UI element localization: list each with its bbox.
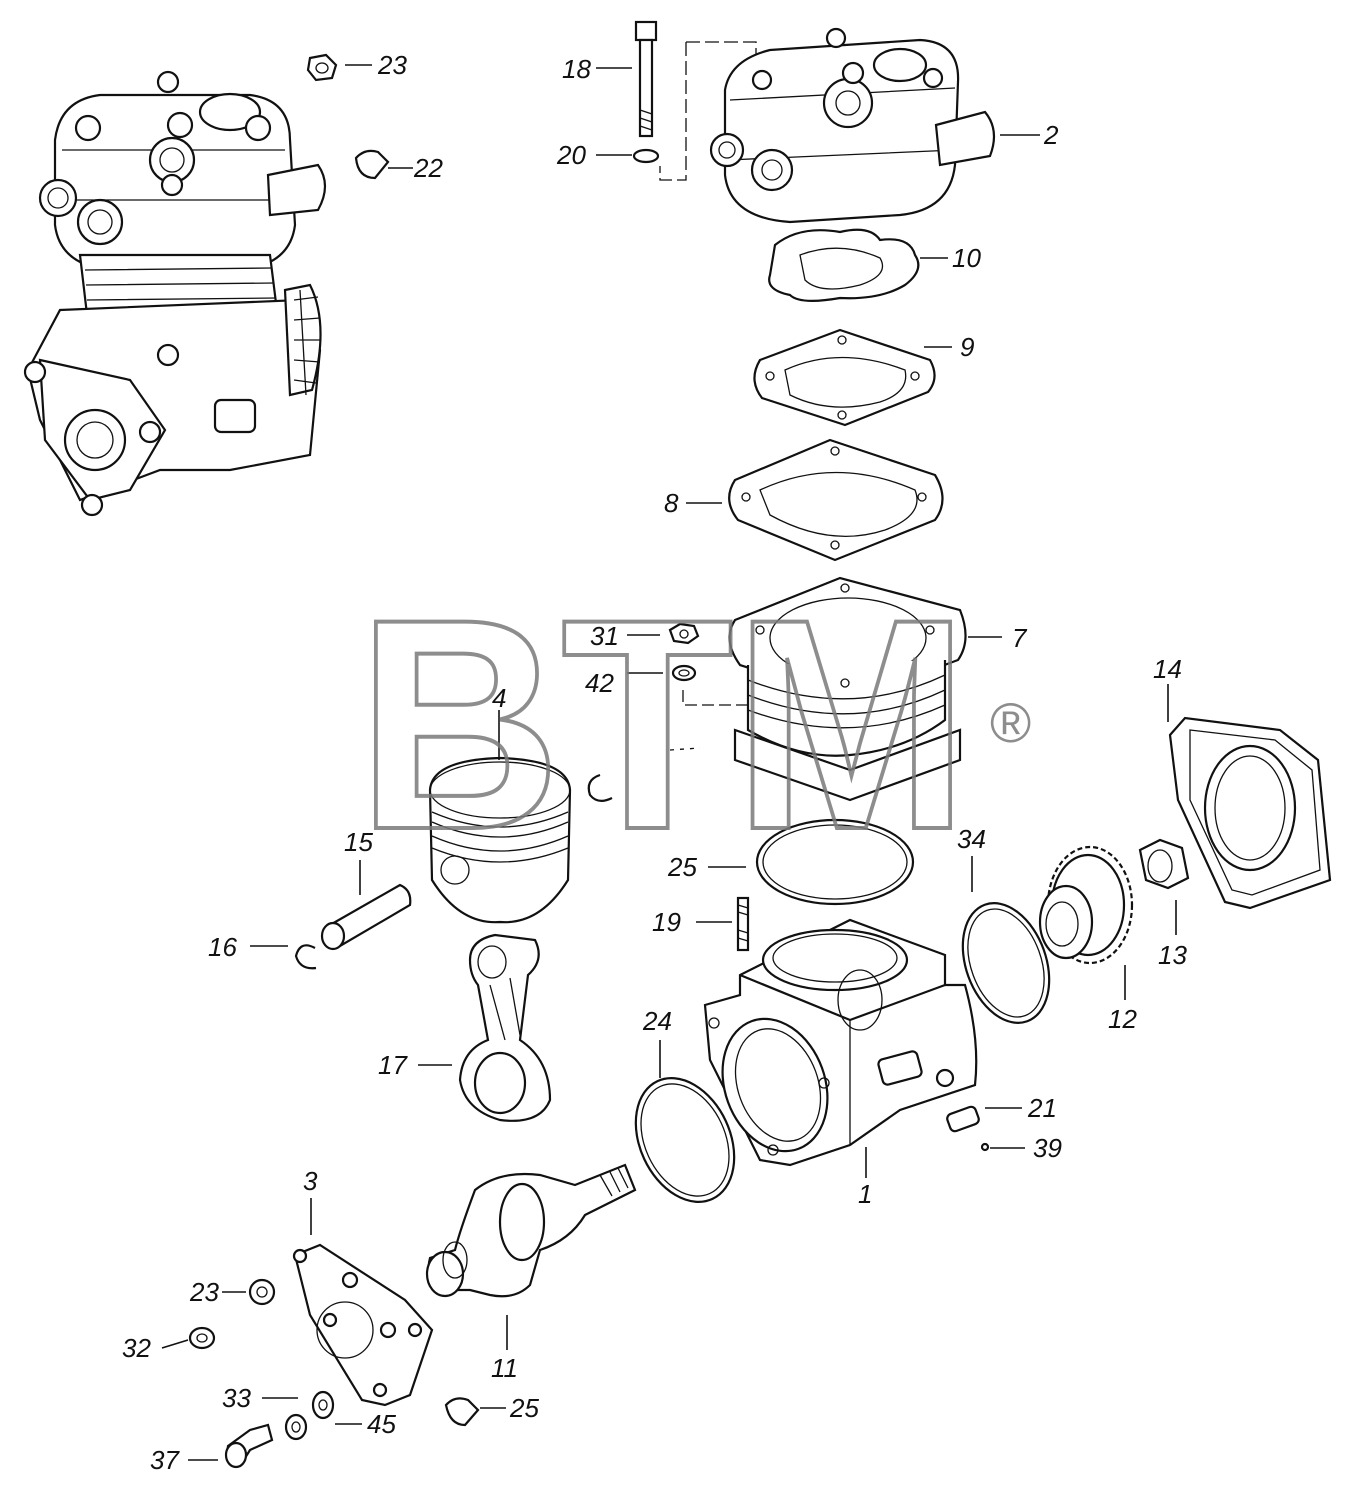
callout-19: 19 — [652, 907, 681, 937]
watermark-text: BTM — [357, 556, 969, 892]
nut-23-upper — [306, 53, 338, 82]
o-ring-25 — [755, 818, 915, 906]
callout-31: 31 — [590, 621, 619, 651]
nut-13 — [1138, 838, 1190, 890]
plug-25-lower — [444, 1397, 480, 1427]
gasket-9 — [753, 328, 936, 427]
callout-34: 34 — [957, 824, 986, 854]
callout-14: 14 — [1153, 654, 1182, 684]
callout-15: 15 — [344, 827, 373, 857]
washer-45 — [284, 1413, 308, 1441]
callout-10: 10 — [952, 243, 981, 273]
crankshaft-11 — [425, 1163, 637, 1298]
o-ring-34 — [961, 902, 1051, 1024]
piston-4 — [428, 756, 572, 924]
cover-14 — [1168, 716, 1332, 910]
gear-12 — [1038, 845, 1134, 965]
callout-23-lower: 23 — [189, 1277, 219, 1307]
washer-20 — [632, 148, 660, 164]
screw-39 — [980, 1142, 990, 1152]
callout-37: 37 — [150, 1445, 180, 1475]
callout-20: 20 — [556, 140, 586, 170]
plug-22 — [354, 149, 390, 180]
callout-13: 13 — [1158, 940, 1187, 970]
callout-39: 39 — [1033, 1133, 1062, 1163]
cylinder-7 — [728, 576, 967, 802]
gasket-10 — [768, 228, 920, 302]
callout-21: 21 — [1027, 1093, 1057, 1123]
nut-23-lower — [248, 1278, 276, 1306]
washer-33 — [311, 1390, 335, 1420]
callout-33: 33 — [222, 1383, 251, 1413]
cylinder-head-2 — [709, 27, 996, 224]
callout-24: 24 — [642, 1006, 672, 1036]
callout-2: 2 — [1043, 120, 1059, 150]
callout-1: 1 — [858, 1179, 872, 1209]
callout-25-lower: 25 — [509, 1393, 539, 1423]
watermark-registered: ® — [990, 691, 1031, 754]
callout-18: 18 — [562, 54, 591, 84]
bolt-18 — [634, 20, 658, 138]
callout-9: 9 — [960, 332, 974, 362]
connecting-rod-17 — [458, 933, 552, 1122]
washer-32 — [188, 1326, 216, 1350]
callout-labels: 23 22 18 20 2 10 9 8 31 42 7 14 4 15 16 … — [122, 50, 1187, 1475]
crankcase-1 — [703, 918, 978, 1167]
washer-42 — [671, 664, 697, 682]
pin-15 — [320, 883, 412, 951]
callout-4: 4 — [492, 683, 506, 713]
callout-8: 8 — [664, 488, 679, 518]
circlip-piston — [587, 773, 613, 802]
nut-31 — [668, 622, 700, 645]
callout-23-upper: 23 — [377, 50, 407, 80]
callout-42: 42 — [585, 668, 614, 698]
callout-32: 32 — [122, 1333, 151, 1363]
callout-45: 45 — [367, 1409, 396, 1439]
btm-watermark: BTM ® — [355, 554, 1031, 894]
assembled-compressor — [23, 70, 327, 517]
callout-17: 17 — [378, 1050, 408, 1080]
gasket-8 — [728, 438, 944, 562]
callout-12: 12 — [1108, 1004, 1137, 1034]
leader-lines — [161, 64, 1177, 1461]
plate-21 — [946, 1105, 980, 1133]
callout-3: 3 — [303, 1166, 318, 1196]
callout-25-upper: 25 — [667, 852, 697, 882]
callout-16: 16 — [208, 932, 237, 962]
callout-11: 11 — [491, 1353, 518, 1383]
o-ring-24 — [634, 1076, 736, 1204]
circlip-16 — [294, 944, 317, 970]
rear-cover-3 — [292, 1243, 434, 1407]
stud-19 — [736, 896, 750, 952]
bolt-37 — [224, 1423, 274, 1469]
callout-7: 7 — [1012, 623, 1028, 653]
callout-22: 22 — [413, 153, 443, 183]
